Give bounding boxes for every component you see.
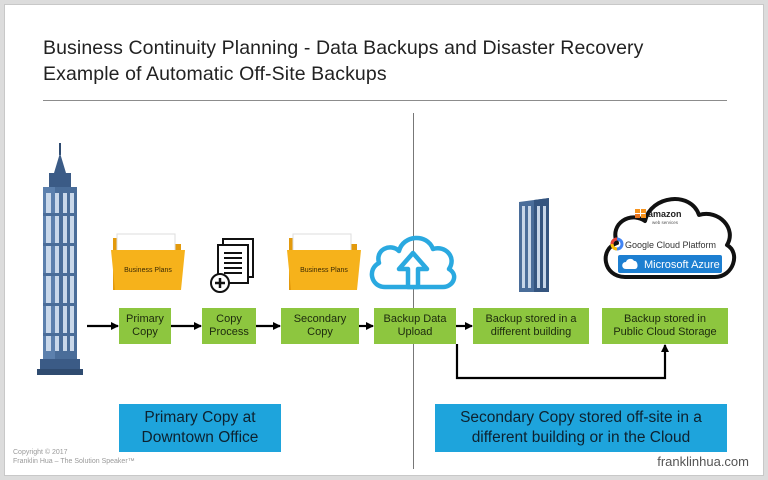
azure-logo: Microsoft Azure <box>618 255 722 273</box>
slide: Business Continuity Planning - Data Back… <box>4 4 764 476</box>
cloud-upload-icon <box>369 235 457 290</box>
folder-icon: Business Plans <box>287 233 361 290</box>
step-backup-upload: Backup Data Upload <box>374 308 456 344</box>
title-divider <box>43 100 727 101</box>
step-backup-building: Backup stored in a different building <box>473 308 589 344</box>
aws-sub-label: web services <box>652 220 679 225</box>
step-copy-process: Copy Process <box>202 308 256 344</box>
callout-primary-copy: Primary Copy at Downtown Office <box>119 404 281 452</box>
step-backup-cloud: Backup stored in Public Cloud Storage <box>602 308 728 344</box>
google-cloud-logo: Google Cloud Platform <box>610 237 716 251</box>
folder-icon: Business Plans <box>111 233 185 290</box>
amazon-label: amazon <box>648 209 682 219</box>
section-divider <box>413 113 414 469</box>
folder-label: Business Plans <box>300 267 348 274</box>
skyscraper-icon <box>37 143 83 375</box>
copyright-notice: Copyright © 2017 Franklin Hua – The Solu… <box>13 449 135 465</box>
title-line-1: Business Continuity Planning - Data Back… <box>43 37 644 59</box>
flow-arrows <box>87 322 669 380</box>
document-copy-icon <box>210 238 254 293</box>
website-link[interactable]: franklinhua.com <box>657 454 749 469</box>
office-building-icon <box>519 198 549 292</box>
aws-logo: amazon web services <box>635 209 682 225</box>
arrow-to-cloud <box>455 344 669 380</box>
step-primary-copy: Primary Copy <box>119 308 171 344</box>
cloud-icon: amazon web services Google Cloud Platfor… <box>603 197 737 279</box>
title-line-2: Example of Automatic Off-Site Backups <box>43 63 387 85</box>
folder-label: Business Plans <box>124 267 172 274</box>
azure-label: Microsoft Azure <box>644 259 720 271</box>
callout-secondary-copy: Secondary Copy stored off-site in a diff… <box>435 404 727 452</box>
google-label: Google Cloud Platform <box>625 240 716 250</box>
step-secondary-copy: Secondary Copy <box>281 308 359 344</box>
